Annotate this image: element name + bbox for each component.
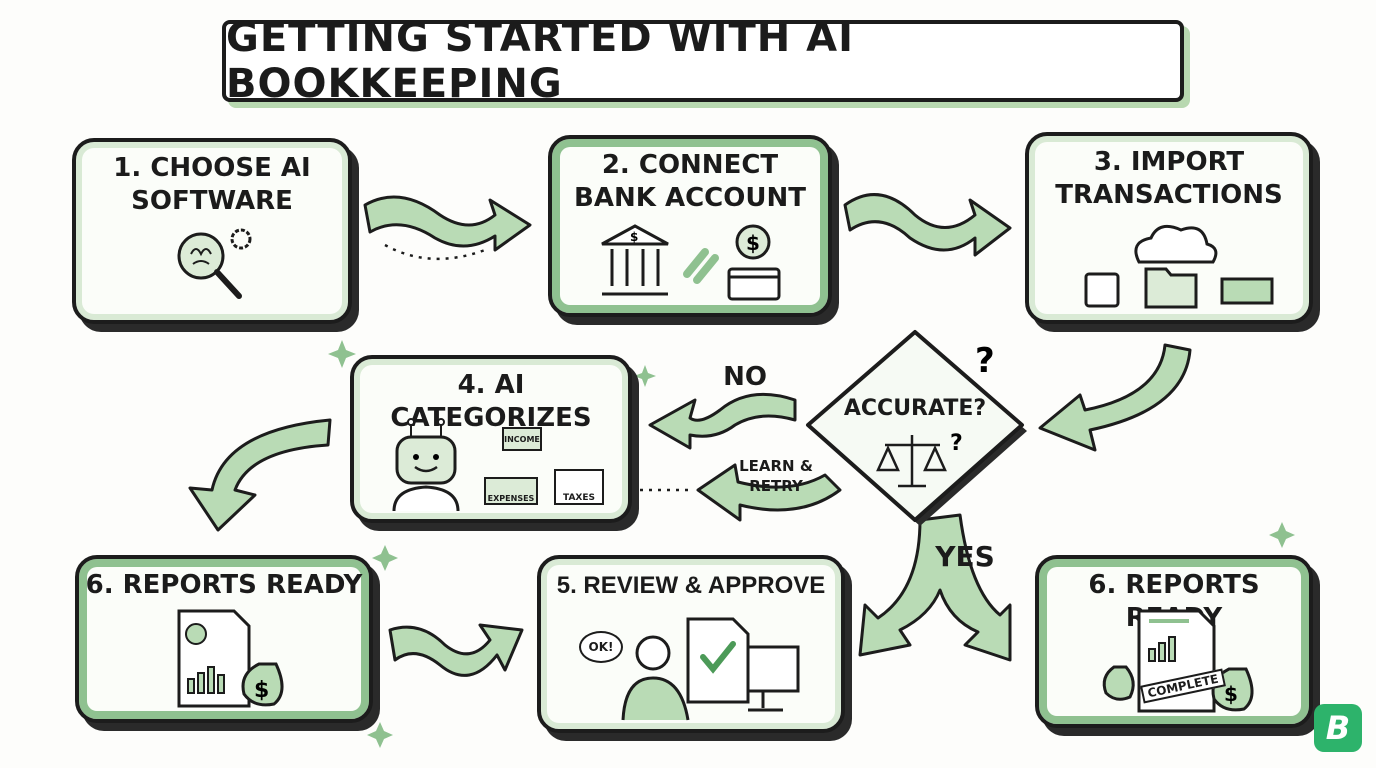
step-title: TRANSACTIONS (1055, 180, 1283, 210)
arrow-3-to-decision (1038, 343, 1192, 452)
svg-text:$: $ (746, 231, 760, 255)
step-reports-ready-right: 6. REPORTS READY $ COMPLETE (1035, 555, 1313, 728)
svg-text:?: ? (950, 431, 963, 456)
arrow-4-to-6 (188, 418, 332, 532)
arrow-retry (696, 463, 842, 522)
step-title: BANK ACCOUNT (574, 183, 806, 213)
step-review-approve: 5. REVIEW & APPROVE OK! (537, 555, 845, 733)
yes-label: YES (935, 540, 995, 573)
arrow-yes (858, 513, 1012, 662)
svg-text:$: $ (254, 678, 269, 703)
person-approve-document-icon (621, 617, 800, 721)
cloud-folder-calendar-cash-icon (1084, 224, 1274, 309)
folder-expenses: EXPENSES (484, 477, 538, 505)
decision-diamond (806, 330, 1027, 526)
balance-scale-icon (876, 435, 947, 488)
step-ai-categorizes: 4. AI CATEGORIZES INCOME EXPENSES TAXES (350, 355, 632, 523)
page-title: GETTING STARTED WITH AI BOOKKEEPING (226, 15, 854, 107)
svg-text:$: $ (1224, 682, 1238, 706)
speech-bubble: OK! (579, 631, 623, 663)
report-moneybag-icon: $ (177, 609, 284, 708)
step-title: 1. CHOOSE AI (113, 153, 311, 183)
decision-question: ACCURATE? (843, 396, 987, 421)
step-title: 4. AI CATEGORIZES (390, 370, 592, 433)
no-label: NO (723, 362, 767, 392)
brain-magnifier-gear-icon (177, 228, 252, 299)
report-complete-moneybag-icon: $ (1102, 609, 1254, 713)
arrow-no (648, 392, 797, 450)
step-title: SOFTWARE (131, 186, 293, 216)
folder-taxes: TAXES (554, 469, 604, 505)
brand-logo: B (1314, 704, 1362, 752)
step-title: 3. IMPORT (1093, 147, 1245, 177)
robot-icon (392, 418, 460, 512)
step-title: 6. REPORTS READY (85, 570, 363, 600)
arrow-2-to-3 (843, 193, 1012, 257)
svg-text:?: ? (975, 341, 995, 381)
title-banner: GETTING STARTED WITH AI BOOKKEEPING (222, 15, 1184, 107)
folder-income: INCOME (502, 427, 542, 451)
arrow-6-to-5 (388, 623, 524, 677)
arrow-1-to-2 (363, 195, 532, 252)
learn-retry-label: LEARN & RETRY (739, 457, 813, 495)
step-title: 2. CONNECT (601, 150, 779, 180)
step-reports-ready-left: 6. REPORTS READY $ (75, 555, 373, 723)
svg-text:$: $ (630, 230, 638, 244)
step-title: 5. REVIEW & APPROVE (556, 572, 826, 599)
bank-link-card-icon: $ $ (601, 224, 781, 301)
